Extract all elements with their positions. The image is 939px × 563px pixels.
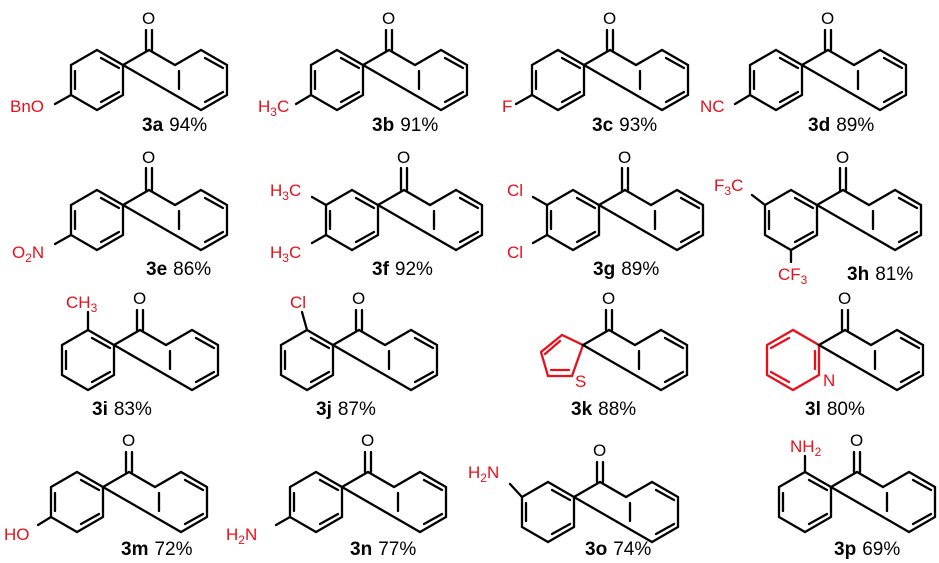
substituent-chloro-3: Cl [507, 181, 523, 200]
structure-3b: O H3C [258, 9, 469, 119]
structure-3h: O F3C CF3 [714, 148, 923, 287]
structure-3m: O HO [4, 431, 209, 544]
substituent-amino-meta: H2N [468, 463, 499, 485]
structure-3j: O Cl [279, 289, 439, 392]
atom-oxygen: O [361, 431, 374, 450]
heteroatom-sulfur: S [575, 372, 586, 391]
substituent-cyano: NC [700, 97, 725, 116]
structure-3d: O NC [700, 9, 908, 116]
atom-oxygen: O [352, 289, 365, 308]
structure-3c: O F [502, 9, 690, 116]
atom-oxygen: O [618, 148, 631, 167]
structure-3p: O NH2 [777, 431, 937, 534]
atom-oxygen: O [593, 441, 606, 460]
substituent-amino-ortho: NH2 [790, 437, 822, 459]
atom-oxygen: O [603, 9, 616, 28]
atom-oxygen: O [821, 9, 834, 28]
structure-3k: O S [539, 289, 689, 392]
structure-3g: O Cl Cl [507, 148, 705, 262]
substituent-amino: H2N [226, 525, 257, 547]
substituent-chloro-ortho: Cl [290, 293, 306, 312]
atom-oxygen: O [133, 289, 146, 308]
structure-3a: O BnO [10, 9, 229, 116]
substituent-bno: BnO [10, 97, 44, 116]
substituent-fluoro: F [502, 97, 512, 116]
atom-oxygen: O [142, 148, 155, 167]
substituent-methyl-3: H3C [270, 181, 301, 203]
structure-3n: O H2N [226, 431, 448, 547]
atom-oxygen: O [836, 148, 849, 167]
atom-oxygen: O [142, 9, 155, 28]
structure-3i: O CH3 [60, 289, 220, 392]
substituent-trifluoromethyl-5: CF3 [778, 265, 808, 287]
heteroatom-nitrogen: N [823, 371, 835, 390]
substituent-trifluoromethyl-3: F3C [714, 176, 743, 198]
substituent-hydroxy: HO [4, 525, 30, 544]
atom-oxygen: O [602, 289, 615, 308]
atom-oxygen: O [382, 9, 395, 28]
substituent-chloro-4: Cl [507, 243, 523, 262]
substituent-methyl-ortho: CH3 [66, 293, 98, 315]
substituent-nitro: O2N [12, 243, 44, 265]
substituent-methyl: H3C [258, 97, 289, 119]
atom-oxygen: O [850, 431, 863, 450]
atom-oxygen: O [838, 289, 851, 308]
atom-oxygen: O [397, 148, 410, 167]
structure-3e: O O2N [12, 148, 229, 265]
structure-3f: O H3C H3C [270, 148, 484, 265]
structure-3o: O H2N [468, 441, 680, 544]
atom-oxygen: O [122, 431, 135, 450]
substituent-methyl-4: H3C [270, 243, 301, 265]
structure-3l: O N [765, 289, 925, 392]
